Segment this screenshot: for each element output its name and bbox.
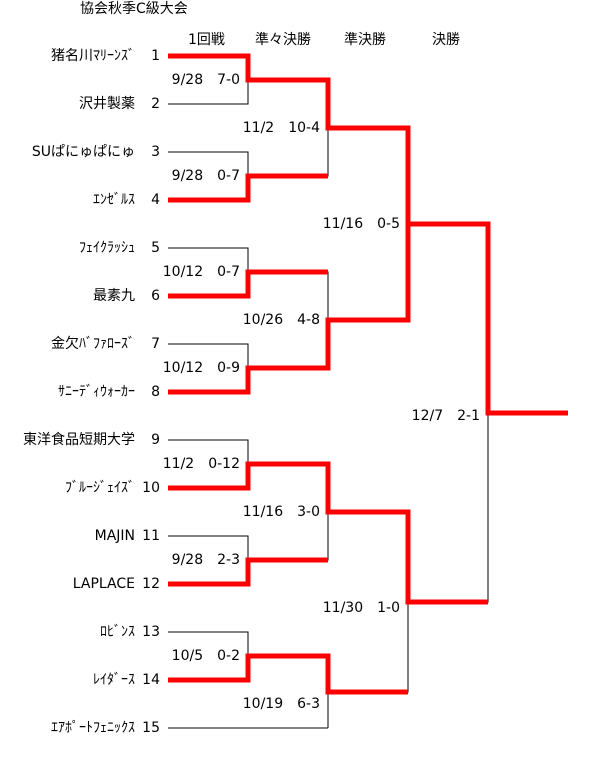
winner-path-team-14 [168, 653, 408, 695]
match-date: 10/12 [162, 264, 204, 280]
team-name: 最素九 [93, 288, 135, 304]
team-seed: 6 [151, 288, 160, 304]
r1-match-label: 9/28 0-7 [172, 168, 240, 184]
match-date: 11/16 [322, 216, 364, 232]
team-name: 金欠ﾊﾞﾌｧﾛｰｽﾞ [51, 336, 135, 352]
team-seed: 1 [151, 48, 160, 64]
match-score: 3-0 [297, 504, 320, 520]
match-date: 10/12 [162, 360, 204, 376]
qf-match-label: 10/26 4-8 [243, 312, 320, 328]
team-seed: 10 [142, 480, 160, 496]
winner-paths [168, 53, 568, 695]
team-seed: 14 [142, 672, 160, 688]
r1-match-label: 9/28 7-0 [172, 72, 240, 88]
final-match-label: 12/7 2-1 [412, 408, 480, 424]
match-date: 11/30 [322, 600, 364, 616]
winner-path-team-8 [168, 221, 568, 416]
match-score: 7-0 [217, 72, 240, 88]
qf-match-label: 11/2 10-4 [243, 120, 320, 136]
match-score: 4-8 [297, 312, 320, 328]
match-date: 9/28 [171, 168, 204, 184]
match-score: 0-5 [377, 216, 400, 232]
match-score: 2-3 [217, 552, 240, 568]
bracket-title: 協会秋季C級大会 [80, 1, 188, 17]
match-date: 11/2 [242, 120, 275, 136]
team-name: ｻﾆｰﾃﾞｨｳｫｰｶｰ [58, 384, 135, 400]
qf-match-label: 10/19 6-3 [243, 696, 320, 712]
r1-match-label: 9/28 2-3 [172, 552, 240, 568]
r1-match-label: 10/5 0-2 [172, 648, 240, 664]
team-name: LAPLACE [72, 576, 135, 592]
team-seed: 11 [142, 528, 160, 544]
r1-match-label: 10/12 0-7 [163, 264, 240, 280]
qf-match-label: 11/16 3-0 [243, 504, 320, 520]
round-header-qf: 準々決勝 [255, 32, 311, 48]
team-name: ﾛﾋﾞﾝｽ [100, 624, 135, 640]
match-date: 9/28 [171, 552, 204, 568]
sf-match-label: 11/16 0-5 [323, 216, 400, 232]
match-score: 0-12 [208, 456, 240, 472]
match-score: 0-9 [217, 360, 240, 376]
team-seed: 5 [151, 240, 160, 256]
team-name: 東洋食品短期大学 [23, 432, 135, 448]
round-header-sf: 準決勝 [344, 32, 386, 48]
match-date: 12/7 [411, 408, 444, 424]
winner-path-team-6 [168, 269, 328, 299]
r1-match-label: 10/12 0-9 [163, 360, 240, 376]
team-seed: 2 [151, 96, 160, 112]
winner-path-team-4 [168, 173, 328, 203]
team-name: SUぱにゅぱにゅ [31, 144, 135, 160]
match-date: 11/16 [242, 504, 284, 520]
winner-path-team-10 [168, 461, 488, 605]
round-header-r1: 1回戦 [188, 32, 225, 48]
team-seed: 7 [151, 336, 160, 352]
match-date: 11/2 [162, 456, 195, 472]
team-name: ﾌﾞﾙｰｼﾞｪｲｽﾞ [65, 480, 135, 496]
team-name: ｴｱﾎﾟｰﾄﾌｪﾆｯｸｽ [51, 720, 135, 736]
winner-path-team-1 [168, 53, 411, 224]
match-score: 1-0 [377, 600, 400, 616]
match-date: 10/19 [242, 696, 284, 712]
team-seed: 8 [151, 384, 160, 400]
team-name: ｴﾝｾﾞﾙｽ [93, 192, 135, 208]
team-name: 沢井製薬 [79, 96, 135, 112]
team-seed: 9 [151, 432, 160, 448]
match-date: 10/26 [242, 312, 284, 328]
team-seed: 12 [142, 576, 160, 592]
team-seed: 15 [142, 720, 160, 736]
match-date: 9/28 [171, 72, 204, 88]
team-name: 猪名川ﾏﾘｰﾝｽﾞ [51, 48, 135, 64]
team-name: ﾚｲﾀﾞｰｽ [93, 672, 135, 688]
match-date: 10/5 [171, 648, 204, 664]
match-score: 0-7 [217, 168, 240, 184]
match-score: 10-4 [288, 120, 320, 136]
winner-path-team-12 [168, 557, 328, 587]
team-seed: 4 [151, 192, 160, 208]
match-score: 2-1 [457, 408, 480, 424]
sf-match-label: 11/30 1-0 [323, 600, 400, 616]
round-header-final: 決勝 [432, 32, 460, 48]
team-name: MAJIN [94, 528, 135, 544]
match-score: 6-3 [297, 696, 320, 712]
r1-match-label: 11/2 0-12 [163, 456, 240, 472]
match-score: 0-7 [217, 264, 240, 280]
match-score: 0-2 [217, 648, 240, 664]
team-seed: 3 [151, 144, 160, 160]
team-seed: 13 [142, 624, 160, 640]
team-name: ﾌｪｲｸﾗｯｼｭ [79, 240, 135, 256]
